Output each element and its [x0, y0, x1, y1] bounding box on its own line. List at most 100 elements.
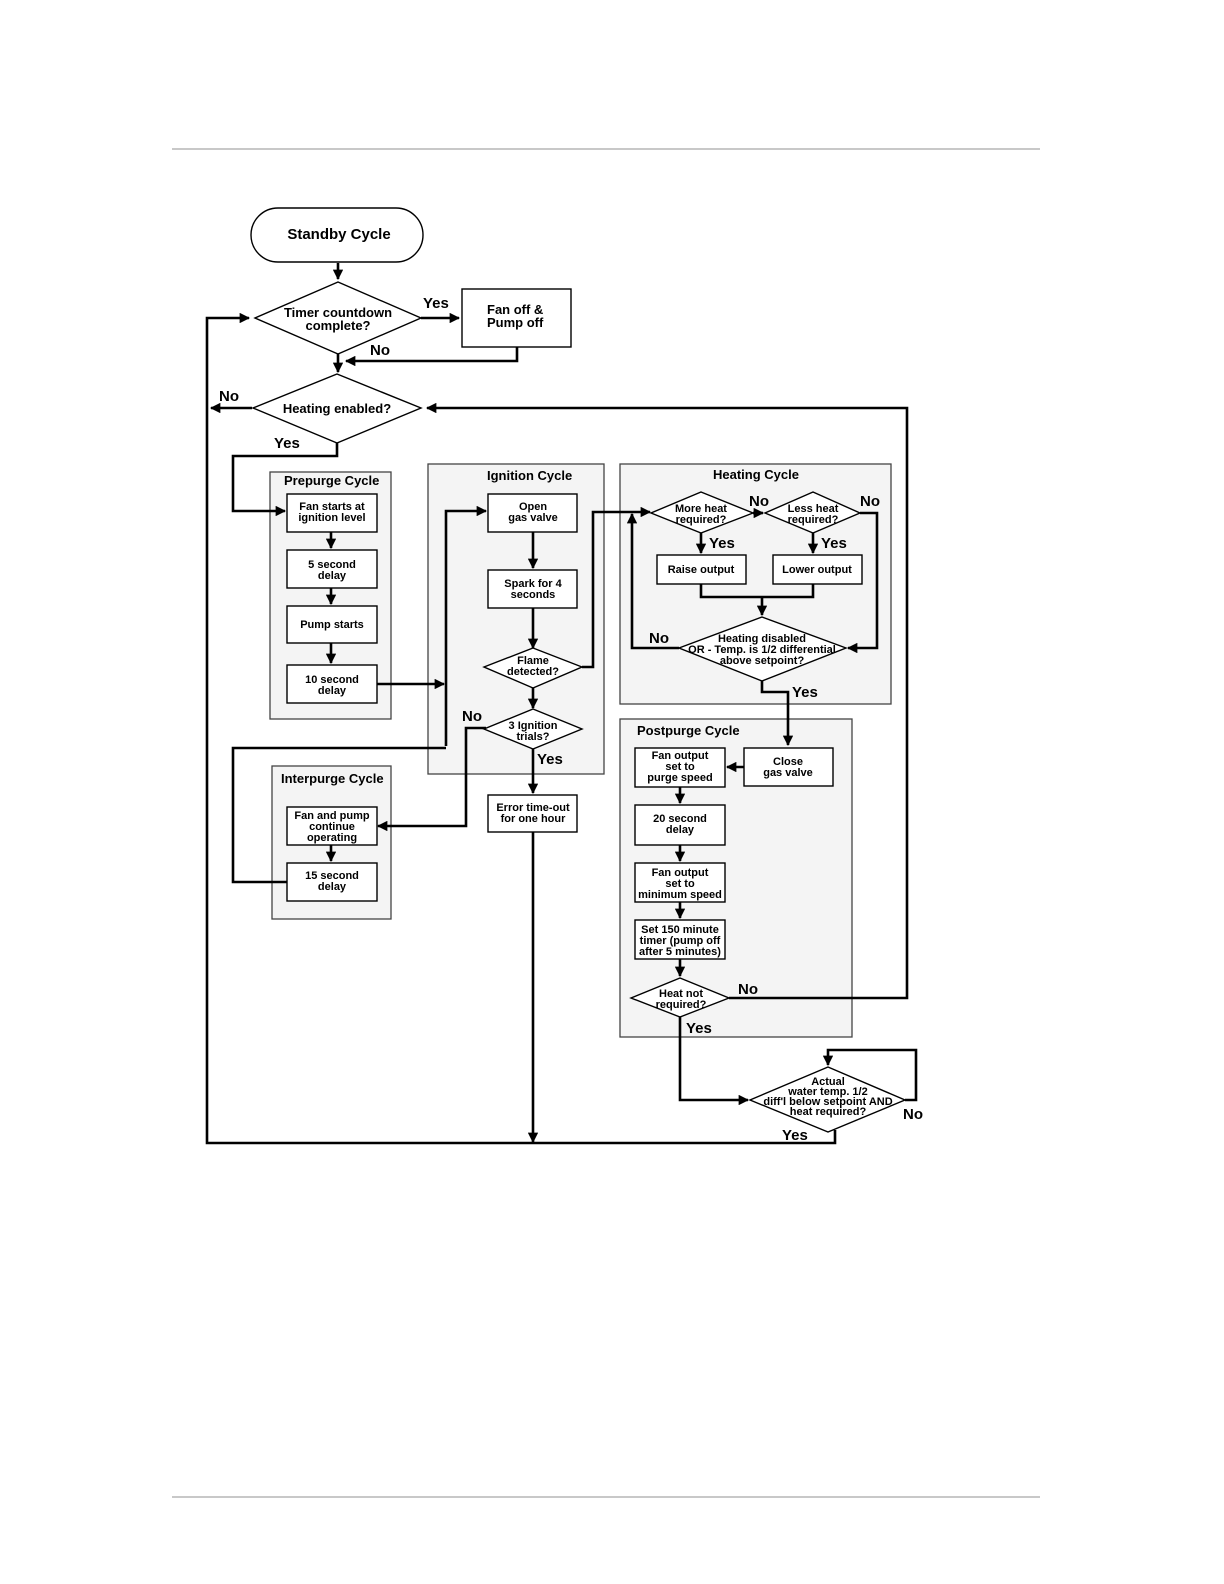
arrow-heatnot-no [425, 402, 909, 1000]
label-yes-more-heat: Yes [709, 535, 735, 552]
delay20-line1: 20 second [653, 813, 707, 825]
more-heat-line1: More heat [675, 503, 727, 515]
label-yes-heating-enabled: Yes [274, 435, 300, 452]
delay10-line2: delay [318, 685, 347, 697]
standby-cycle-label: Standby Cycle [287, 226, 390, 243]
error-line2: for one hour [501, 813, 566, 825]
label-yes-less-heat: Yes [821, 535, 847, 552]
heating-disabled-decision [677, 616, 848, 682]
fan-off-line2: Pump off [487, 315, 544, 330]
lower-output-box [772, 554, 863, 585]
label-yes-trials: Yes [537, 751, 563, 768]
label-no-actual: No [903, 1106, 923, 1123]
actual-line3: diff'l below setpoint AND [763, 1096, 892, 1108]
delay20-box [634, 804, 726, 846]
label-no-disabled: No [649, 630, 669, 647]
min-speed-line1: Fan output [652, 867, 709, 879]
delay15-box [286, 862, 378, 902]
spark-line1: Spark for 4 [504, 578, 562, 590]
label-yes-actual: Yes [782, 1127, 808, 1144]
standby-cycle-terminal [250, 207, 424, 263]
label-yes-timer: Yes [423, 295, 449, 312]
min-speed-box [634, 862, 726, 903]
fan-starts-box [286, 493, 378, 533]
bottom-rule [172, 1496, 1040, 1498]
arrow-flame-yes [582, 506, 652, 669]
ignition-trials-decision [482, 708, 584, 750]
arrow-trials-no [376, 726, 486, 832]
timer-line2: complete? [305, 318, 370, 333]
label-no-less-heat: No [860, 493, 880, 510]
heat-not-line2: required? [656, 999, 707, 1011]
pump-starts-label: Pump starts [300, 619, 364, 631]
pump-starts-box [286, 605, 378, 644]
close-gas-valve-box [743, 747, 834, 787]
raise-output-label: Raise output [668, 564, 735, 576]
actual-line1: Actual [811, 1076, 845, 1088]
connectors [205, 263, 918, 1145]
arrow-actual-yes [205, 312, 837, 1145]
purge-speed-line2: set to [665, 761, 695, 773]
postpurge-title: Postpurge Cycle [637, 723, 740, 738]
arrow-15sec-return [231, 746, 446, 884]
heating-title: Heating Cycle [713, 467, 799, 482]
timer150-line1: Set 150 minute [641, 924, 719, 936]
delay15-line1: 15 second [305, 870, 359, 882]
arrow-actual-no [822, 1048, 918, 1102]
timer-line1: Timer countdown [284, 305, 392, 320]
line-raise-lower-join [699, 584, 815, 599]
flame-line1: Flame [517, 655, 549, 667]
arrow-disabled-no [626, 512, 679, 650]
heat-not-required-decision [629, 977, 731, 1018]
heating-enabled-label: Heating enabled? [283, 401, 391, 416]
purge-speed-box [634, 747, 726, 788]
close-gas-line2: gas valve [763, 767, 813, 779]
actual-water-temp-decision [748, 1066, 907, 1133]
more-heat-line2: required? [676, 514, 727, 526]
label-no-heating-enabled: No [219, 388, 239, 405]
delay5-box [286, 549, 378, 589]
label-no-heat-not: No [738, 981, 758, 998]
less-heat-line1: Less heat [788, 503, 839, 515]
open-gas-line2: gas valve [508, 512, 558, 524]
fan-starts-line1: Fan starts at [299, 501, 365, 513]
spark-line2: seconds [511, 589, 556, 601]
close-gas-line1: Close [773, 756, 803, 768]
trials-line1: 3 Ignition [509, 720, 558, 732]
raise-output-box [656, 554, 747, 585]
arrow-heating-yes [231, 443, 339, 517]
label-no-timer: No [370, 342, 390, 359]
delay5-line2: delay [318, 570, 347, 582]
actual-line4: heat required? [790, 1106, 867, 1118]
heating-enabled-decision [251, 373, 423, 444]
delay10-line1: 10 second [305, 674, 359, 686]
lower-output-label: Lower output [782, 564, 852, 576]
ignition-title: Ignition Cycle [487, 468, 572, 483]
delay20-line2: delay [666, 824, 695, 836]
error-timeout-box [487, 794, 578, 833]
min-speed-line2: set to [665, 878, 695, 890]
purge-speed-line1: Fan output [652, 750, 709, 762]
prepurge-title: Prepurge Cycle [284, 473, 379, 488]
fan-off-line1: Fan off & [487, 302, 543, 317]
heat-not-line1: Heat not [659, 988, 703, 1000]
label-no-trials: No [462, 708, 482, 725]
label-yes-heat-not: Yes [686, 1020, 712, 1037]
timer150-line3: after 5 minutes) [639, 946, 721, 958]
interpurge-title: Interpurge Cycle [281, 771, 384, 786]
timer-countdown-decision [253, 281, 423, 355]
delay15-line2: delay [318, 881, 347, 893]
more-heat-decision [649, 491, 755, 534]
flame-detected-decision [482, 647, 584, 689]
disabled-line2: OR - Temp. is 1/2 differential [688, 644, 836, 656]
less-heat-line2: required? [788, 514, 839, 526]
error-line1: Error time-out [496, 802, 570, 814]
arrow-fanoff-return [344, 347, 519, 367]
purge-speed-line3: purge speed [647, 772, 712, 784]
fan-pump-line1: Fan and pump [294, 810, 369, 822]
open-gas-valve-box [487, 493, 578, 533]
min-speed-line3: minimum speed [638, 889, 722, 901]
arrow-to-open-gas [444, 505, 488, 746]
